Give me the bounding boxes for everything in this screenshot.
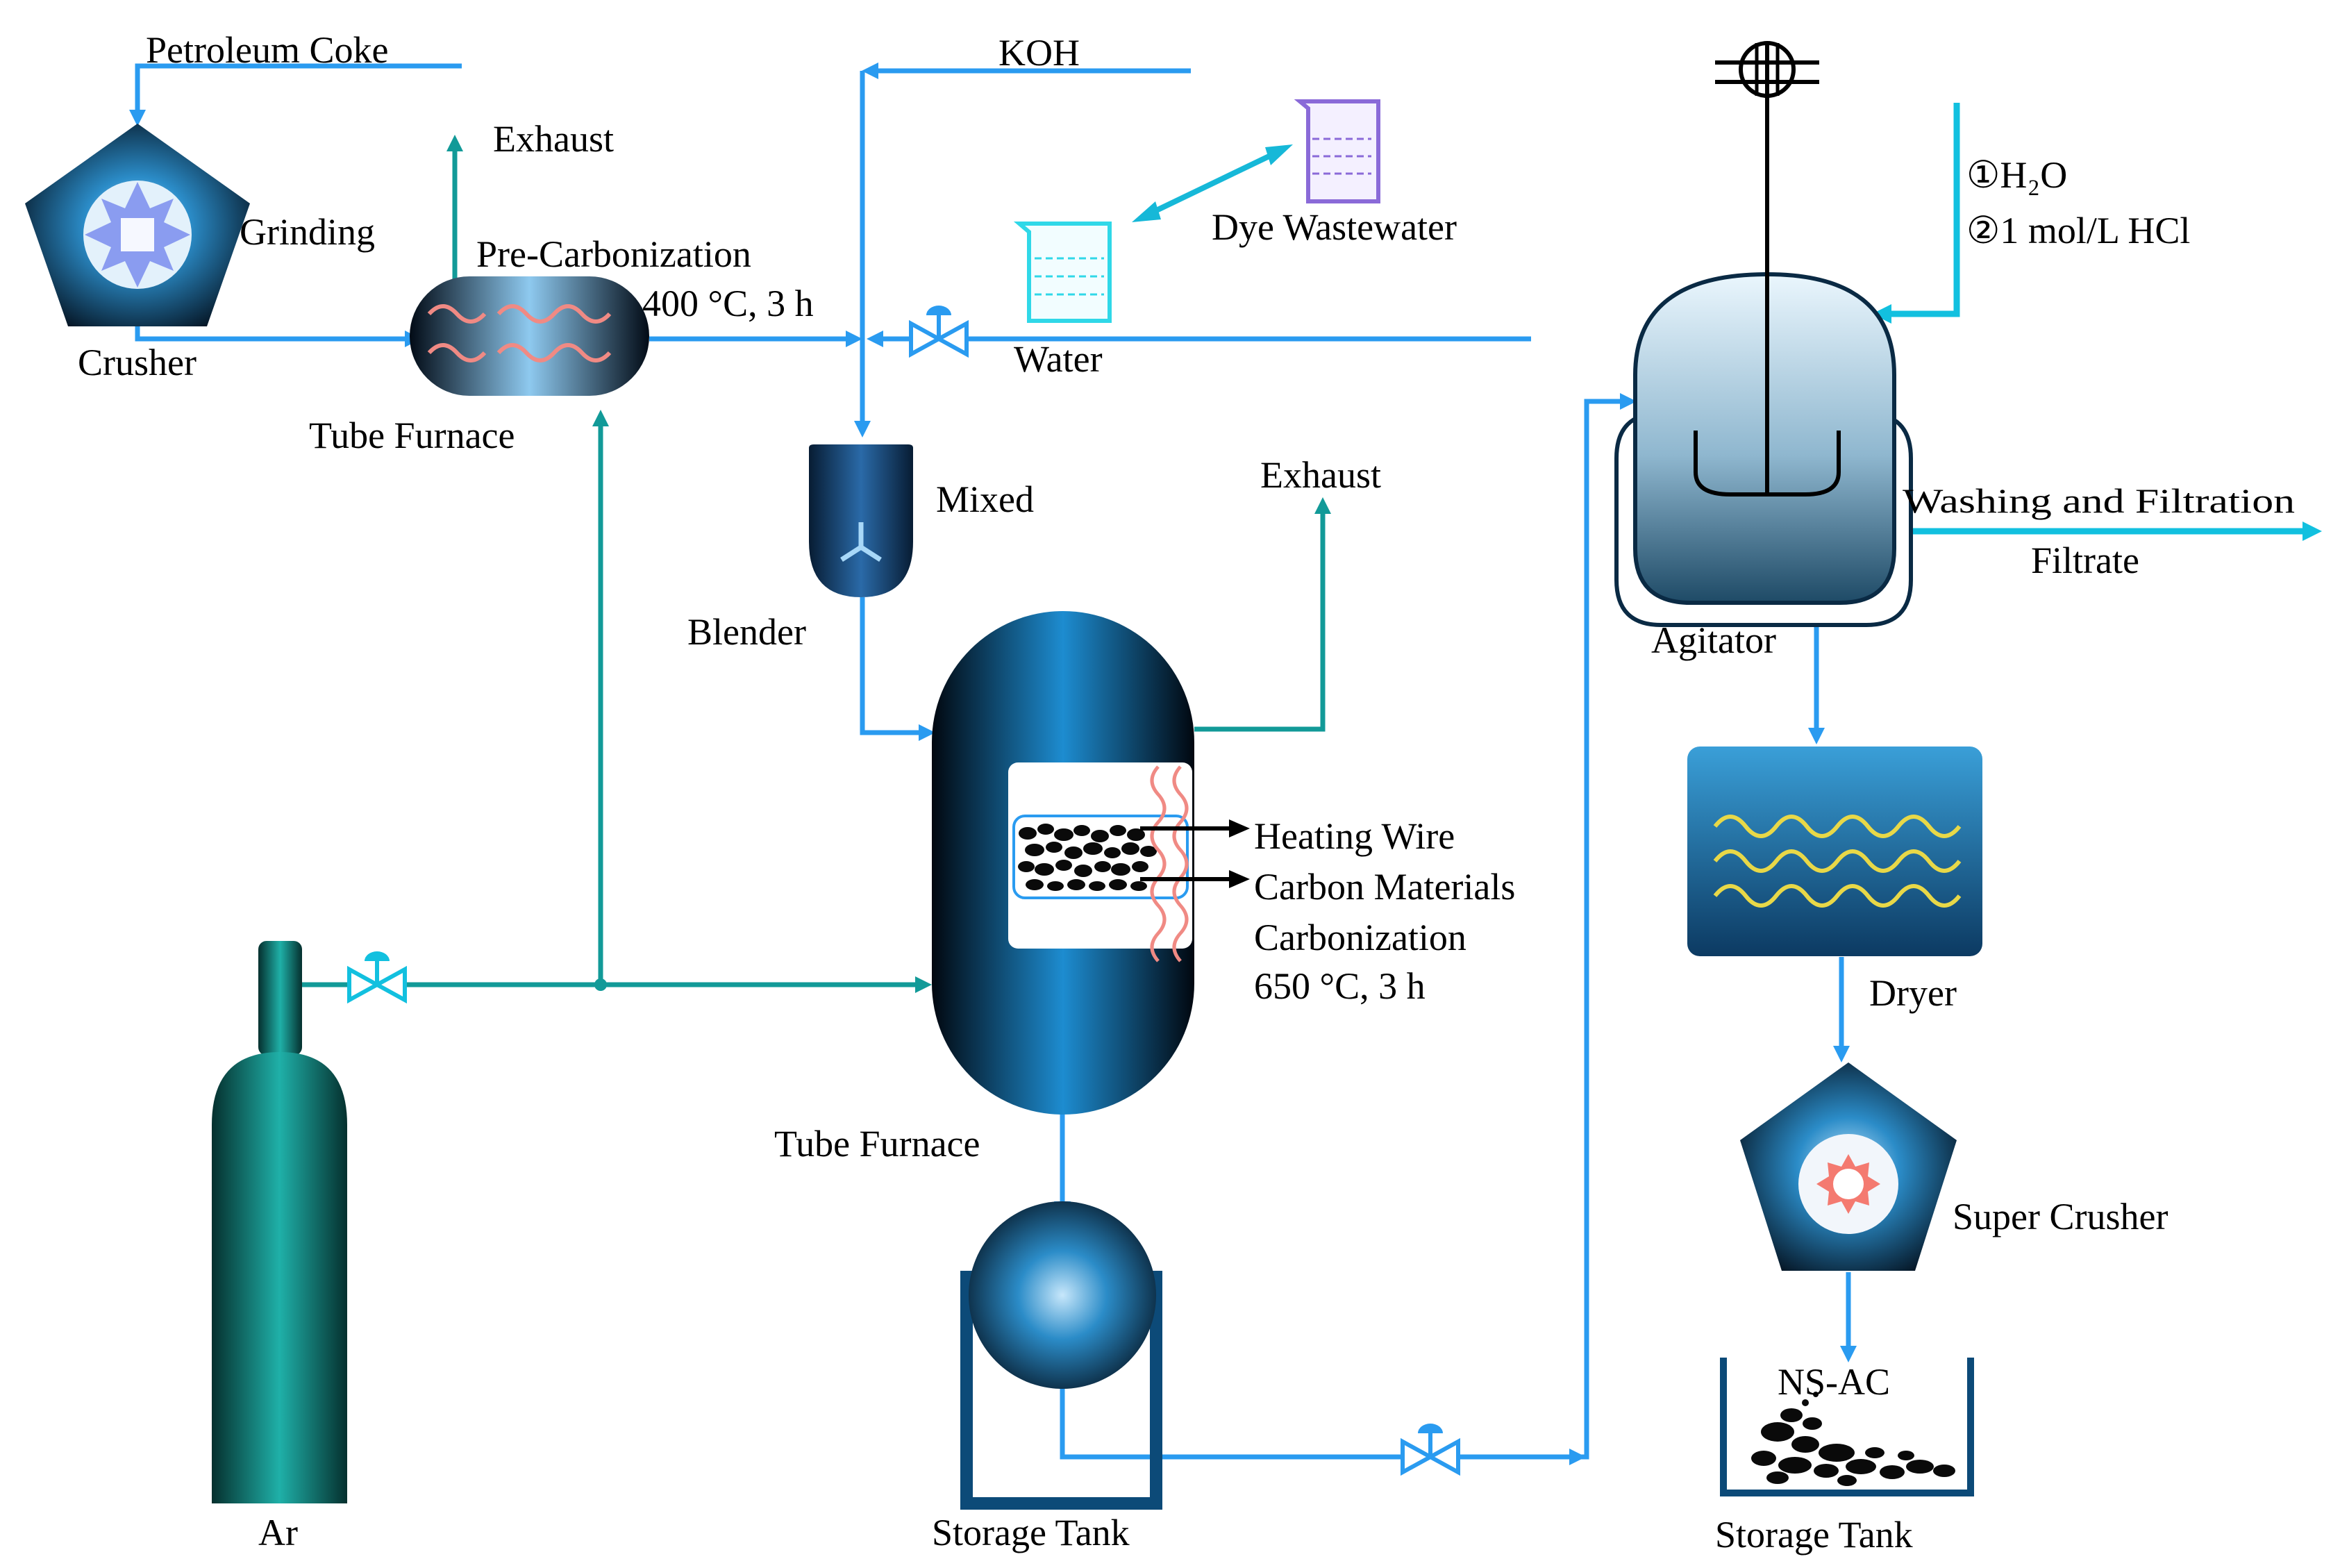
label-heating-wire: Heating Wire [1254, 815, 1455, 857]
label-dryer: Dryer [1869, 972, 1957, 1014]
storage-tank-1 [960, 1201, 1162, 1510]
pipe-koh [854, 62, 1191, 437]
star-rotor-icon [85, 182, 190, 287]
label-agitator: Agitator [1651, 619, 1776, 661]
pipe-reagent-feed [1872, 103, 1960, 324]
label-carbonization: Carbonization [1254, 917, 1466, 958]
gate-valve-icon[interactable] [1401, 1424, 1460, 1476]
pipe-exhaust-1 [446, 135, 463, 290]
label-storage-tank-2: Storage Tank [1715, 1514, 1913, 1556]
pipe-exhaust-2 [1194, 497, 1331, 732]
label-grinding: Grinding [240, 211, 375, 253]
label-tube-furnace-2: Tube Furnace [774, 1123, 980, 1165]
label-ar: Ar [258, 1512, 298, 1553]
pipe-filtrate [1911, 522, 2322, 541]
label-pre-carbonization: Pre-Carbonization [476, 233, 751, 275]
label-crusher: Crusher [78, 342, 197, 383]
label-super-crusher: Super Crusher [1953, 1196, 2168, 1237]
stirrer-icon [1694, 41, 1841, 497]
dryer [1687, 747, 1982, 956]
pipe-furnace-to-mixing [649, 331, 862, 347]
argon-cylinder [212, 941, 347, 1503]
label-exhaust-2: Exhaust [1260, 454, 1381, 496]
beaker-icon [1013, 222, 1112, 323]
label-carb-condition: 650 °C, 3 h [1254, 965, 1426, 1007]
label-reagent-1: ①H₂O [1966, 154, 2067, 196]
label-washing-filtration: Washing and Filtration [1903, 481, 2295, 520]
pipe-petroleum-coke-feed [129, 63, 462, 126]
label-blender: Blender [687, 611, 806, 653]
pipe-storage-to-agitator [1060, 393, 1637, 1465]
label-mixed: Mixed [936, 478, 1034, 520]
pipe-crusher-to-storage [1840, 1272, 1857, 1362]
label-reagent-2: ②1 mol/L HCl [1966, 210, 2190, 251]
sun-rotor-icon [1816, 1154, 1880, 1214]
label-koh: KOH [998, 32, 1080, 74]
gate-valve-icon[interactable] [347, 951, 407, 1004]
pipe-water-line [867, 331, 1531, 347]
tube-furnace-1 [410, 276, 649, 396]
label-ns-ac: NS-AC [1778, 1361, 1890, 1403]
label-petroleum-coke: Petroleum Coke [146, 29, 388, 71]
label-filtrate: Filtrate [2031, 540, 2139, 581]
storage-tank-2 [1720, 1358, 1974, 1496]
pipe-dryer-to-crusher [1833, 957, 1850, 1062]
label-exhaust-1: Exhaust [493, 118, 614, 160]
gate-valve-icon[interactable] [909, 306, 969, 358]
blender [809, 444, 913, 597]
pipe-dye-wastewater [1132, 144, 1293, 222]
agitator [1614, 41, 1913, 627]
carbon-particles [1018, 824, 1157, 891]
crusher [25, 124, 250, 326]
label-tube-furnace-1: Tube Furnace [309, 415, 515, 456]
label-dye-wastewater: Dye Wastewater [1212, 206, 1457, 248]
label-water: Water [1014, 338, 1103, 380]
super-crusher [1740, 1062, 1957, 1271]
label-pre-carb-condition: 400 °C, 3 h [642, 283, 814, 324]
label-carbon-materials: Carbon Materials [1254, 866, 1515, 908]
callout-arrows [1140, 819, 1250, 888]
pipe-blender-to-furnace [860, 597, 935, 741]
tube-furnace-2 [932, 611, 1194, 1115]
beaker-icon [1294, 99, 1380, 203]
label-storage-tank-1: Storage Tank [932, 1512, 1130, 1553]
